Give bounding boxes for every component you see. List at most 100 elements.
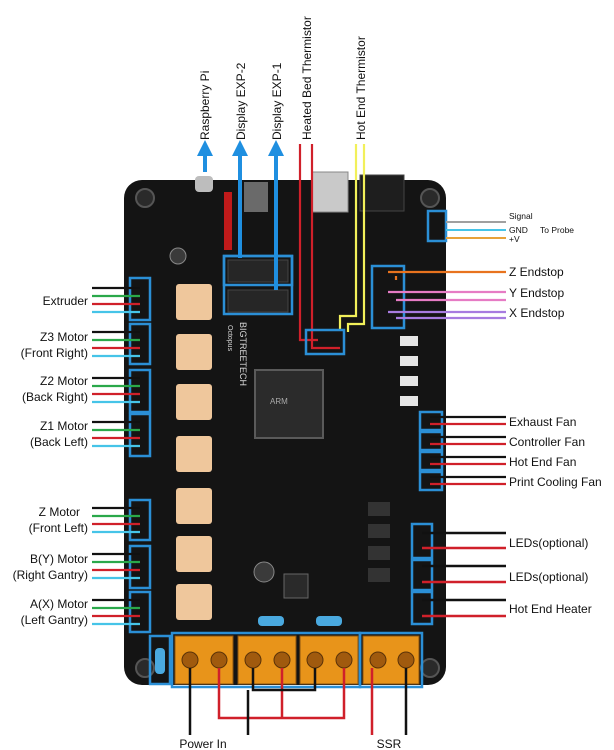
exp2-box: [222, 254, 294, 287]
mounting-hole: [420, 658, 440, 678]
label-probe-gnd: GND: [509, 225, 528, 235]
label-heated-bed-thermistor: Heated Bed Thermistor: [300, 16, 314, 140]
probe-wires: [446, 221, 506, 239]
label-ssr: SSR: [377, 737, 402, 750]
label-ax-position: (Left Gantry): [21, 613, 88, 627]
label-z-motor: Z Motor: [39, 505, 80, 519]
label-power-in: Power In: [179, 737, 226, 750]
label-x-endstop: X Endstop: [509, 306, 565, 320]
pi-gpio-header: [224, 192, 232, 250]
hot-end-heater-box: [410, 590, 434, 626]
label-z2-motor: Z2 Motor: [40, 374, 88, 388]
label-print-cooling-fan: Print Cooling Fan: [509, 475, 602, 489]
label-leds-1: LEDs(optional): [509, 536, 588, 550]
label-z3-motor: Z3 Motor: [40, 330, 88, 344]
leds-2-box: [410, 558, 434, 592]
motor-wires: [92, 286, 140, 626]
print-cooling-fan-box: [418, 470, 444, 492]
usb-c-port: [195, 176, 213, 192]
probe-box: [426, 209, 448, 243]
z1-port-box: [128, 412, 152, 458]
exhaust-fan-box: [418, 410, 444, 432]
driver-module: [176, 284, 212, 320]
label-display-exp2: Display EXP-2: [234, 62, 248, 140]
label-by-motor: B(Y) Motor: [30, 552, 88, 566]
driver-module: [176, 384, 212, 420]
board-model: Octopus: [226, 325, 233, 352]
fuse: [258, 616, 284, 626]
thermistor-wires: [298, 144, 366, 356]
usb-a-port: [311, 171, 349, 213]
exp1-header: [227, 289, 289, 313]
exp2-header: [227, 259, 289, 283]
label-hot-end-thermistor: Hot End Thermistor: [354, 36, 368, 140]
label-z-endstop: Z Endstop: [509, 265, 564, 279]
label-exhaust-fan: Exhaust Fan: [509, 415, 576, 429]
fan-headers: [400, 336, 418, 406]
hot-end-fan-box: [418, 450, 444, 472]
driver-module: [176, 334, 212, 370]
z-port-box: [128, 498, 152, 542]
endstop-wires: [388, 270, 506, 320]
extruder-port-box: [128, 276, 152, 322]
thermistor-box: [304, 328, 346, 356]
power-terminals: [174, 635, 420, 685]
mounting-hole: [420, 188, 440, 208]
mosfet: [368, 524, 390, 538]
mcu-chip: [254, 369, 324, 439]
board-brand: BIGTREETECH: [238, 322, 248, 386]
mosfet: [368, 568, 390, 582]
mounting-hole: [135, 658, 155, 678]
label-z3-position: (Front Right): [21, 346, 88, 360]
label-raspberry-pi: Raspberry Pi: [198, 71, 212, 140]
label-hot-end-heater: Hot End Heater: [509, 602, 592, 616]
label-leds-2: LEDs(optional): [509, 570, 588, 584]
label-z1-motor: Z1 Motor: [40, 419, 88, 433]
mosfet: [368, 502, 390, 516]
label-by-position: (Right Gantry): [13, 568, 88, 582]
stepper-drivers: [176, 284, 212, 620]
label-z-position: (Front Left): [29, 521, 88, 535]
label-z1-position: (Back Left): [30, 435, 88, 449]
label-extruder: Extruder: [43, 294, 88, 308]
highlight-boxes: [128, 209, 448, 689]
ssr-box: [358, 631, 424, 689]
power-wires: [188, 668, 408, 735]
endstop-box: [370, 264, 406, 330]
can-connector: [359, 174, 405, 212]
controller-board: ARM BIGTREETECH Octopus: [124, 171, 446, 685]
label-hot-end-fan: Hot End Fan: [509, 455, 576, 469]
sd-card-slot: [244, 182, 268, 212]
inductor: [283, 573, 309, 599]
capacitor: [169, 247, 187, 265]
label-probe-signal: Signal: [509, 211, 533, 221]
z3-port-box: [128, 322, 152, 366]
z2-port-box: [128, 368, 152, 414]
driver-module: [176, 584, 212, 620]
heater-wires: [422, 531, 506, 618]
driver-module: [176, 536, 212, 572]
driver-module: [176, 436, 212, 472]
label-probe-vplus: +V: [509, 234, 520, 244]
label-display-exp1: Display EXP-1: [270, 62, 284, 140]
mosfet: [368, 546, 390, 560]
fuse: [316, 616, 342, 626]
label-controller-fan: Controller Fan: [509, 435, 585, 449]
fan-wires: [430, 415, 506, 486]
arrows: [197, 140, 284, 290]
leds-1-box: [410, 522, 434, 560]
ax-port-box: [128, 590, 152, 634]
driver-module: [176, 488, 212, 524]
fuse-box: [148, 634, 172, 686]
fuse: [155, 648, 165, 674]
label-to-probe: To Probe: [540, 225, 574, 235]
label-z2-position: (Back Right): [22, 390, 88, 404]
controller-fan-box: [418, 430, 444, 452]
mcu-label: ARM: [270, 397, 288, 406]
capacitor: [253, 561, 275, 583]
label-ax-motor: A(X) Motor: [30, 597, 88, 611]
by-port-box: [128, 544, 152, 590]
label-y-endstop: Y Endstop: [509, 286, 564, 300]
mounting-hole: [135, 188, 155, 208]
